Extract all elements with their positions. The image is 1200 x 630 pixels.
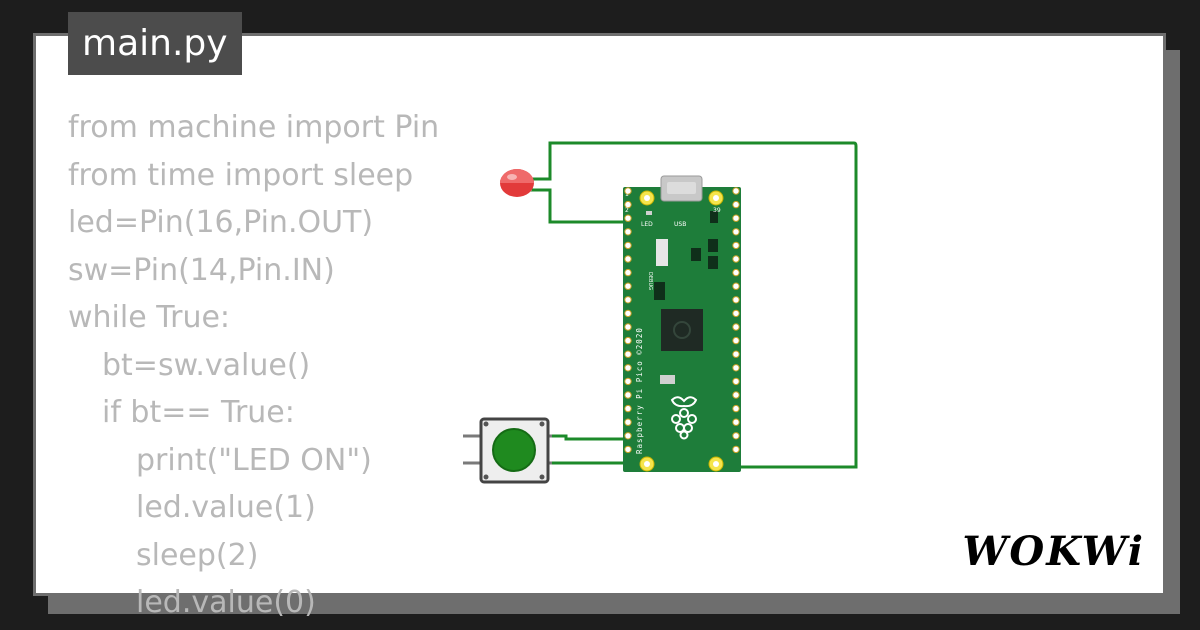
- pin-hole[interactable]: [732, 268, 740, 277]
- red-led[interactable]: [500, 169, 534, 197]
- pin-hole[interactable]: [624, 268, 632, 277]
- code-line: led=Pin(16,Pin.OUT): [68, 205, 374, 240]
- pin-hole[interactable]: [624, 364, 632, 372]
- raspberry-logo-icon: [670, 396, 698, 440]
- code-line: led.value(0): [136, 585, 316, 620]
- pin-hole[interactable]: [624, 323, 632, 331]
- pin-hole[interactable]: [732, 391, 740, 399]
- code-line: from machine import Pin: [68, 110, 440, 145]
- wokwi-logo: WOKWi: [962, 528, 1145, 575]
- pin-hole[interactable]: [732, 282, 740, 290]
- pin-hole[interactable]: [624, 214, 632, 222]
- pin-hole[interactable]: [732, 432, 740, 440]
- pin-hole[interactable]: [732, 255, 740, 263]
- code-line: led.value(1): [136, 490, 316, 525]
- pin-hole[interactable]: [732, 418, 740, 426]
- pin-hole[interactable]: [732, 350, 740, 358]
- pin-hole[interactable]: [624, 296, 632, 304]
- pin-hole[interactable]: [624, 255, 632, 263]
- pin-hole[interactable]: [732, 404, 740, 413]
- pin-hole[interactable]: [624, 391, 632, 399]
- preview-card: from machine import Pin from time import …: [33, 33, 1166, 620]
- pin-39-label: 39: [713, 207, 721, 214]
- rp2040-chip: [661, 309, 703, 351]
- board-name-label: Raspberry Pi Pico ©2020: [635, 327, 644, 454]
- code-line: while True:: [68, 300, 231, 335]
- mount-holes: [639, 190, 724, 472]
- bootsel-button[interactable]: [656, 239, 668, 266]
- pin-hole[interactable]: [732, 336, 740, 345]
- code-line: sw=Pin(14,Pin.IN): [68, 252, 335, 288]
- pin-hole[interactable]: [624, 309, 632, 318]
- code-line: bt=sw.value(): [102, 347, 311, 383]
- code-line: sleep(2): [136, 537, 259, 573]
- raspberry-pi-pico-board[interactable]: 1 2 39 LED USB DEBUG Raspberry Pi Pico ©…: [623, 175, 741, 472]
- pin-hole[interactable]: [624, 282, 632, 290]
- pin-hole[interactable]: [624, 418, 632, 426]
- pin-hole[interactable]: [732, 377, 740, 386]
- wire-led-cathode: [530, 141, 858, 469]
- wire-led-anode: [530, 188, 628, 224]
- pin-hole[interactable]: [732, 364, 740, 372]
- debug-label: DEBUG: [647, 272, 653, 290]
- pin-hole[interactable]: [624, 377, 632, 386]
- pin-hole[interactable]: [732, 241, 740, 250]
- pin-hole[interactable]: [732, 309, 740, 318]
- pin-hole[interactable]: [732, 214, 740, 222]
- pin-hole[interactable]: [624, 187, 632, 195]
- pin-hole[interactable]: [732, 228, 740, 236]
- pin-hole[interactable]: [732, 187, 740, 195]
- pin-hole[interactable]: [624, 404, 632, 413]
- pico-right-pin-header: [732, 187, 740, 454]
- onboard-led: [646, 211, 652, 215]
- pico-left-pin-header: [624, 187, 632, 454]
- pin-hole[interactable]: [624, 241, 632, 250]
- pin-hole[interactable]: [624, 336, 632, 345]
- pin-hole[interactable]: [732, 445, 740, 454]
- pin-hole[interactable]: [624, 200, 632, 209]
- code-editor: from machine import Pin from time import …: [68, 104, 439, 627]
- pin-hole[interactable]: [624, 350, 632, 358]
- pin-1-label: 1: [625, 191, 629, 198]
- code-line: print("LED ON"): [136, 442, 372, 478]
- code-line: from time import sleep: [68, 157, 414, 193]
- pin-hole[interactable]: [624, 228, 632, 236]
- circuit-diagram: 1 2 39 LED USB DEBUG Raspberry Pi Pico ©…: [463, 141, 858, 484]
- pin-hole[interactable]: [624, 445, 632, 454]
- led-label: LED: [641, 221, 653, 228]
- pin-hole[interactable]: [732, 200, 740, 209]
- pin-hole[interactable]: [732, 296, 740, 304]
- usb-label: USB: [674, 221, 686, 228]
- file-tab-main-py[interactable]: main.py: [68, 12, 242, 75]
- push-button[interactable]: [463, 417, 552, 484]
- wire-button-top: [548, 434, 628, 441]
- pin-hole[interactable]: [624, 432, 632, 440]
- pin-2-label: 2: [625, 207, 629, 214]
- code-line: if bt== True:: [102, 395, 295, 430]
- pin-hole[interactable]: [732, 323, 740, 331]
